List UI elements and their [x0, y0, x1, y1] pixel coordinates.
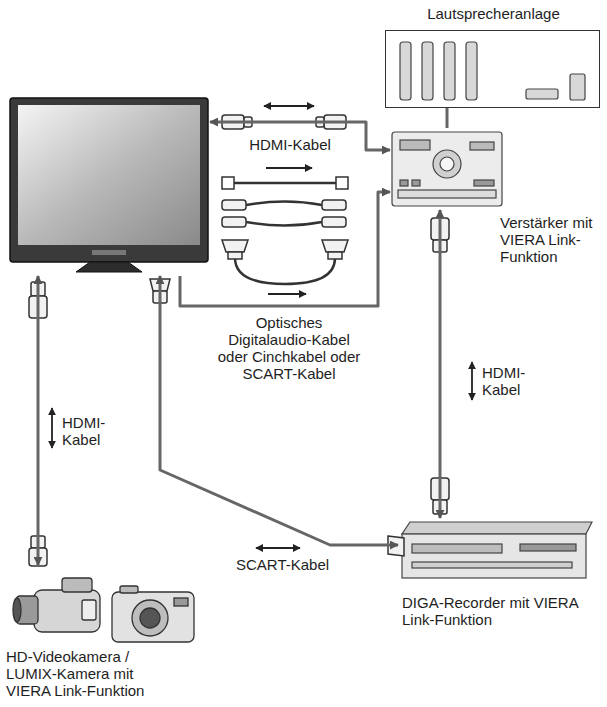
optical-cable-picture — [222, 177, 348, 189]
illustration-part — [246, 222, 322, 226]
illustration-part — [328, 252, 342, 259]
arrow — [268, 293, 306, 295]
illustration-part — [18, 105, 200, 245]
illustration-part — [222, 200, 246, 210]
illustration-part — [246, 202, 322, 206]
scart-cable-picture — [222, 240, 348, 284]
device-label: HD-Videokamera / LUMIX-Kamera mit VIERA … — [6, 648, 166, 699]
illustration-part — [132, 600, 168, 636]
speaker-set — [400, 42, 585, 100]
arrow — [266, 167, 312, 169]
video-camera — [13, 578, 100, 632]
cable-label: HDMI-Kabel — [482, 364, 538, 398]
cable-connector — [180, 192, 390, 306]
illustration-part — [232, 182, 336, 185]
illustration-part — [174, 598, 188, 606]
cable-label: Optisches Digitalaudio-Kabel oder Cinchk… — [216, 314, 362, 382]
tv-device — [8, 96, 210, 276]
illustration-part — [444, 42, 455, 100]
illustration-part — [62, 578, 92, 592]
illustration-part — [470, 142, 494, 150]
illustration-part — [400, 180, 408, 186]
illustration-part — [526, 89, 558, 99]
amplifier-device: Verstärker mit VIERA Link-Funktion — [390, 128, 505, 210]
illustration-part — [400, 140, 430, 150]
double-arrow — [264, 105, 314, 107]
illustration-part — [433, 150, 461, 178]
camera-device: HD-Videokamera / LUMIX-Kamera mit VIERA … — [15, 565, 200, 645]
illustration-part — [322, 240, 348, 252]
illustration-part — [112, 592, 194, 642]
illustration-part — [322, 200, 346, 210]
illustration-part — [440, 157, 454, 171]
cable-connector — [446, 108, 449, 128]
illustration-part — [92, 250, 126, 255]
illustration-part — [402, 534, 586, 578]
cinch-cable-picture — [222, 200, 346, 227]
illustration-part — [336, 177, 348, 189]
double-arrow — [256, 547, 300, 549]
illustration-part — [322, 217, 346, 227]
cable-label: HDMI-Kabel — [62, 414, 116, 448]
illustration-part — [235, 258, 335, 284]
illustration-part — [10, 98, 208, 262]
tv-set — [10, 98, 208, 272]
illustration-part — [398, 190, 496, 198]
illustration-part — [222, 240, 248, 252]
cable-connector — [37, 276, 40, 565]
illustration-part — [392, 132, 502, 206]
cable-connector — [160, 276, 398, 545]
double-arrow — [51, 408, 53, 448]
device-label: Lautsprecheranlage — [386, 5, 601, 22]
illustration-part — [520, 544, 576, 551]
illustration-part — [400, 42, 411, 100]
cable-label: SCART-Kabel — [236, 556, 346, 573]
illustration-part — [474, 180, 494, 186]
device-label: DIGA-Recorder mit VIERA Link-Funktion — [402, 594, 582, 628]
illustration-part — [120, 586, 138, 593]
amplifier — [392, 132, 502, 206]
cable-label: HDMI-Kabel — [230, 136, 350, 153]
double-arrow — [471, 362, 473, 400]
cable-connector — [439, 210, 442, 518]
diga-recorder — [402, 522, 592, 578]
illustration-part — [82, 600, 96, 620]
illustration-part — [222, 177, 234, 189]
speaker-box: Lautsprecheranlage — [385, 30, 600, 108]
device-label: Verstärker mit VIERA Link-Funktion — [500, 214, 600, 265]
illustration-part — [402, 522, 592, 534]
illustration-part — [422, 42, 433, 100]
illustration-part — [466, 42, 477, 100]
illustration-part — [228, 252, 242, 259]
illustration-part — [412, 180, 420, 186]
recorder-device: DIGA-Recorder mit VIERA Link-Funktion — [398, 518, 588, 590]
illustration-part — [570, 74, 585, 100]
illustration-part — [412, 544, 502, 553]
illustration-part — [222, 217, 246, 227]
photo-camera — [112, 586, 194, 642]
illustration-part — [412, 562, 572, 568]
illustration-part — [34, 590, 100, 632]
illustration-part — [13, 598, 21, 622]
illustration-part — [76, 262, 142, 272]
illustration-part — [140, 608, 160, 628]
